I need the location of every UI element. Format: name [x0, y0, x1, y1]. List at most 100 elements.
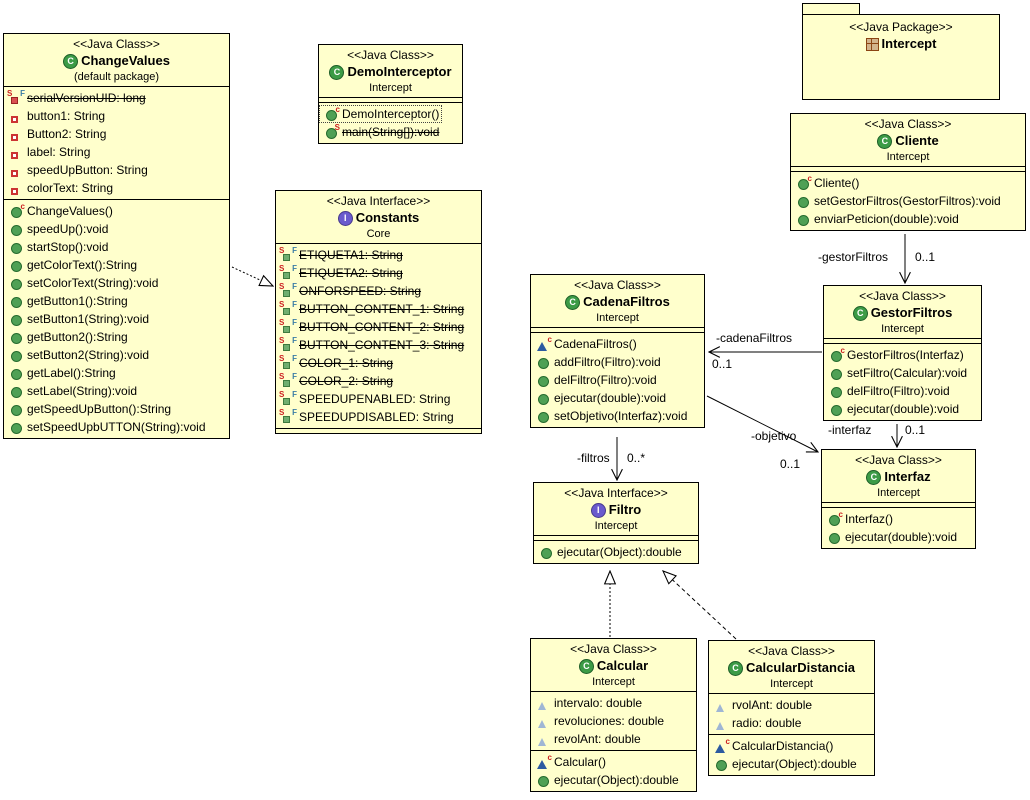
class-box-changevalues[interactable]: <<Java Class>> C ChangeValues (default p…: [3, 33, 230, 439]
public-method-icon: [827, 384, 845, 399]
method-row[interactable]: ejecutar(Object):double: [709, 755, 874, 773]
field-row[interactable]: label: String: [4, 143, 229, 161]
package-name: Core: [366, 228, 391, 240]
class-icon: C: [63, 53, 79, 69]
method-row[interactable]: getColorText():String: [4, 256, 229, 274]
class-name: CalcularDistancia: [745, 660, 856, 675]
interface-icon: I: [337, 210, 353, 226]
field-row[interactable]: button1: String: [4, 107, 229, 125]
method-row[interactable]: ejecutar(Object):double: [531, 771, 696, 789]
association-multiplicity-gestorfiltros: 0..1: [915, 250, 936, 264]
method-row[interactable]: startStop():void: [4, 238, 229, 256]
package-field-icon: [712, 698, 730, 713]
method-row[interactable]: getButton2():String: [4, 328, 229, 346]
method-row[interactable]: setSpeedUpbUTTON(String):void: [4, 418, 229, 436]
method-row[interactable]: getButton1():String: [4, 292, 229, 310]
method-row[interactable]: getLabel():String: [4, 364, 229, 382]
method-row[interactable]: enviarPeticion(double):void: [791, 210, 1025, 228]
method-row[interactable]: ejecutar(double):void: [822, 528, 975, 546]
class-box-calcular[interactable]: <<Java Class>> C Calcular Intercept inte…: [530, 638, 697, 792]
association-role-filtros: -filtros: [577, 451, 610, 465]
member-text: setButton1(String):void: [27, 312, 150, 326]
method-row[interactable]: setButton1(String):void: [4, 310, 229, 328]
field-row[interactable]: Button2: String: [4, 125, 229, 143]
method-row[interactable]: setFiltro(Calcular):void: [824, 364, 981, 382]
member-text: ejecutar(Object):double: [732, 757, 857, 771]
field-row[interactable]: rvolAnt: double: [709, 696, 874, 714]
method-row[interactable]: setButton2(String):void: [4, 346, 229, 364]
package-box-intercept[interactable]: <<Java Package>> Intercept: [802, 3, 1000, 100]
field-row[interactable]: colorText: String: [4, 179, 229, 197]
public-method-icon: [534, 373, 552, 388]
method-row[interactable]: getSpeedUpButton():String: [4, 400, 229, 418]
member-text: Interfaz(): [845, 512, 894, 526]
class-name: CadenaFiltros: [583, 294, 670, 309]
method-row[interactable]: ejecutar(double):void: [531, 389, 704, 407]
class-box-demointerceptor[interactable]: <<Java Class>> C DemoInterceptor Interce…: [318, 44, 463, 144]
method-row[interactable]: setGestorFiltros(GestorFiltros):void: [791, 192, 1025, 210]
class-box-calculardistancia[interactable]: <<Java Class>> C CalcularDistancia Inter…: [708, 640, 875, 776]
stereotype: <<Java Class>>: [859, 289, 946, 303]
stereotype: <<Java Class>>: [855, 453, 942, 467]
public-method-icon: [794, 212, 812, 227]
fields-compartment-empty: [319, 97, 462, 102]
package-name: Intercept: [592, 676, 635, 688]
method-row[interactable]: ejecutar(double):void: [824, 400, 981, 418]
method-row[interactable]: speedUp():void: [4, 220, 229, 238]
member-text: getLabel():String: [27, 366, 116, 380]
field-row[interactable]: intervalo: double: [531, 694, 696, 712]
method-row[interactable]: setLabel(String):void: [4, 382, 229, 400]
interface-title: <<Java Interface>> I Filtro Intercept: [534, 483, 698, 535]
field-row[interactable]: speedUpButton: String: [4, 161, 229, 179]
method-row[interactable]: setObjetivo(Interfaz):void: [531, 407, 704, 425]
member-text: DemoInterceptor(): [342, 107, 440, 121]
association-role-cadenafiltros: -cadenaFiltros: [716, 331, 793, 345]
method-row[interactable]: delFiltro(Filtro):void: [531, 371, 704, 389]
member-text: setSpeedUpbUTTON(String):void: [27, 420, 206, 434]
field-row[interactable]: radio: double: [709, 714, 874, 732]
method-row[interactable]: ejecutar(Object):double: [534, 543, 698, 561]
class-box-cadenafiltros[interactable]: <<Java Class>> C CadenaFiltros Intercept…: [530, 274, 705, 428]
public-method-icon: [534, 773, 552, 788]
method-row[interactable]: setColorText(String):void: [4, 274, 229, 292]
field-row[interactable]: revoluciones: double: [531, 712, 696, 730]
interface-box-filtro[interactable]: <<Java Interface>> I Filtro Intercept ej…: [533, 482, 699, 564]
methods-compartment-empty: [276, 428, 481, 433]
member-text: ejecutar(double):void: [554, 391, 667, 405]
member-text: COLOR_1: String: [299, 356, 394, 370]
public-method-icon: [537, 545, 555, 560]
field-row[interactable]: revolAnt: double: [531, 730, 696, 748]
member-text: radio: double: [732, 716, 802, 730]
method-row[interactable]: delFiltro(Filtro):void: [824, 382, 981, 400]
method-row[interactable]: addFiltro(Filtro):void: [531, 353, 704, 371]
class-box-gestorfiltros[interactable]: <<Java Class>> C GestorFiltros Intercept…: [823, 285, 982, 421]
member-text: label: String: [27, 145, 91, 159]
